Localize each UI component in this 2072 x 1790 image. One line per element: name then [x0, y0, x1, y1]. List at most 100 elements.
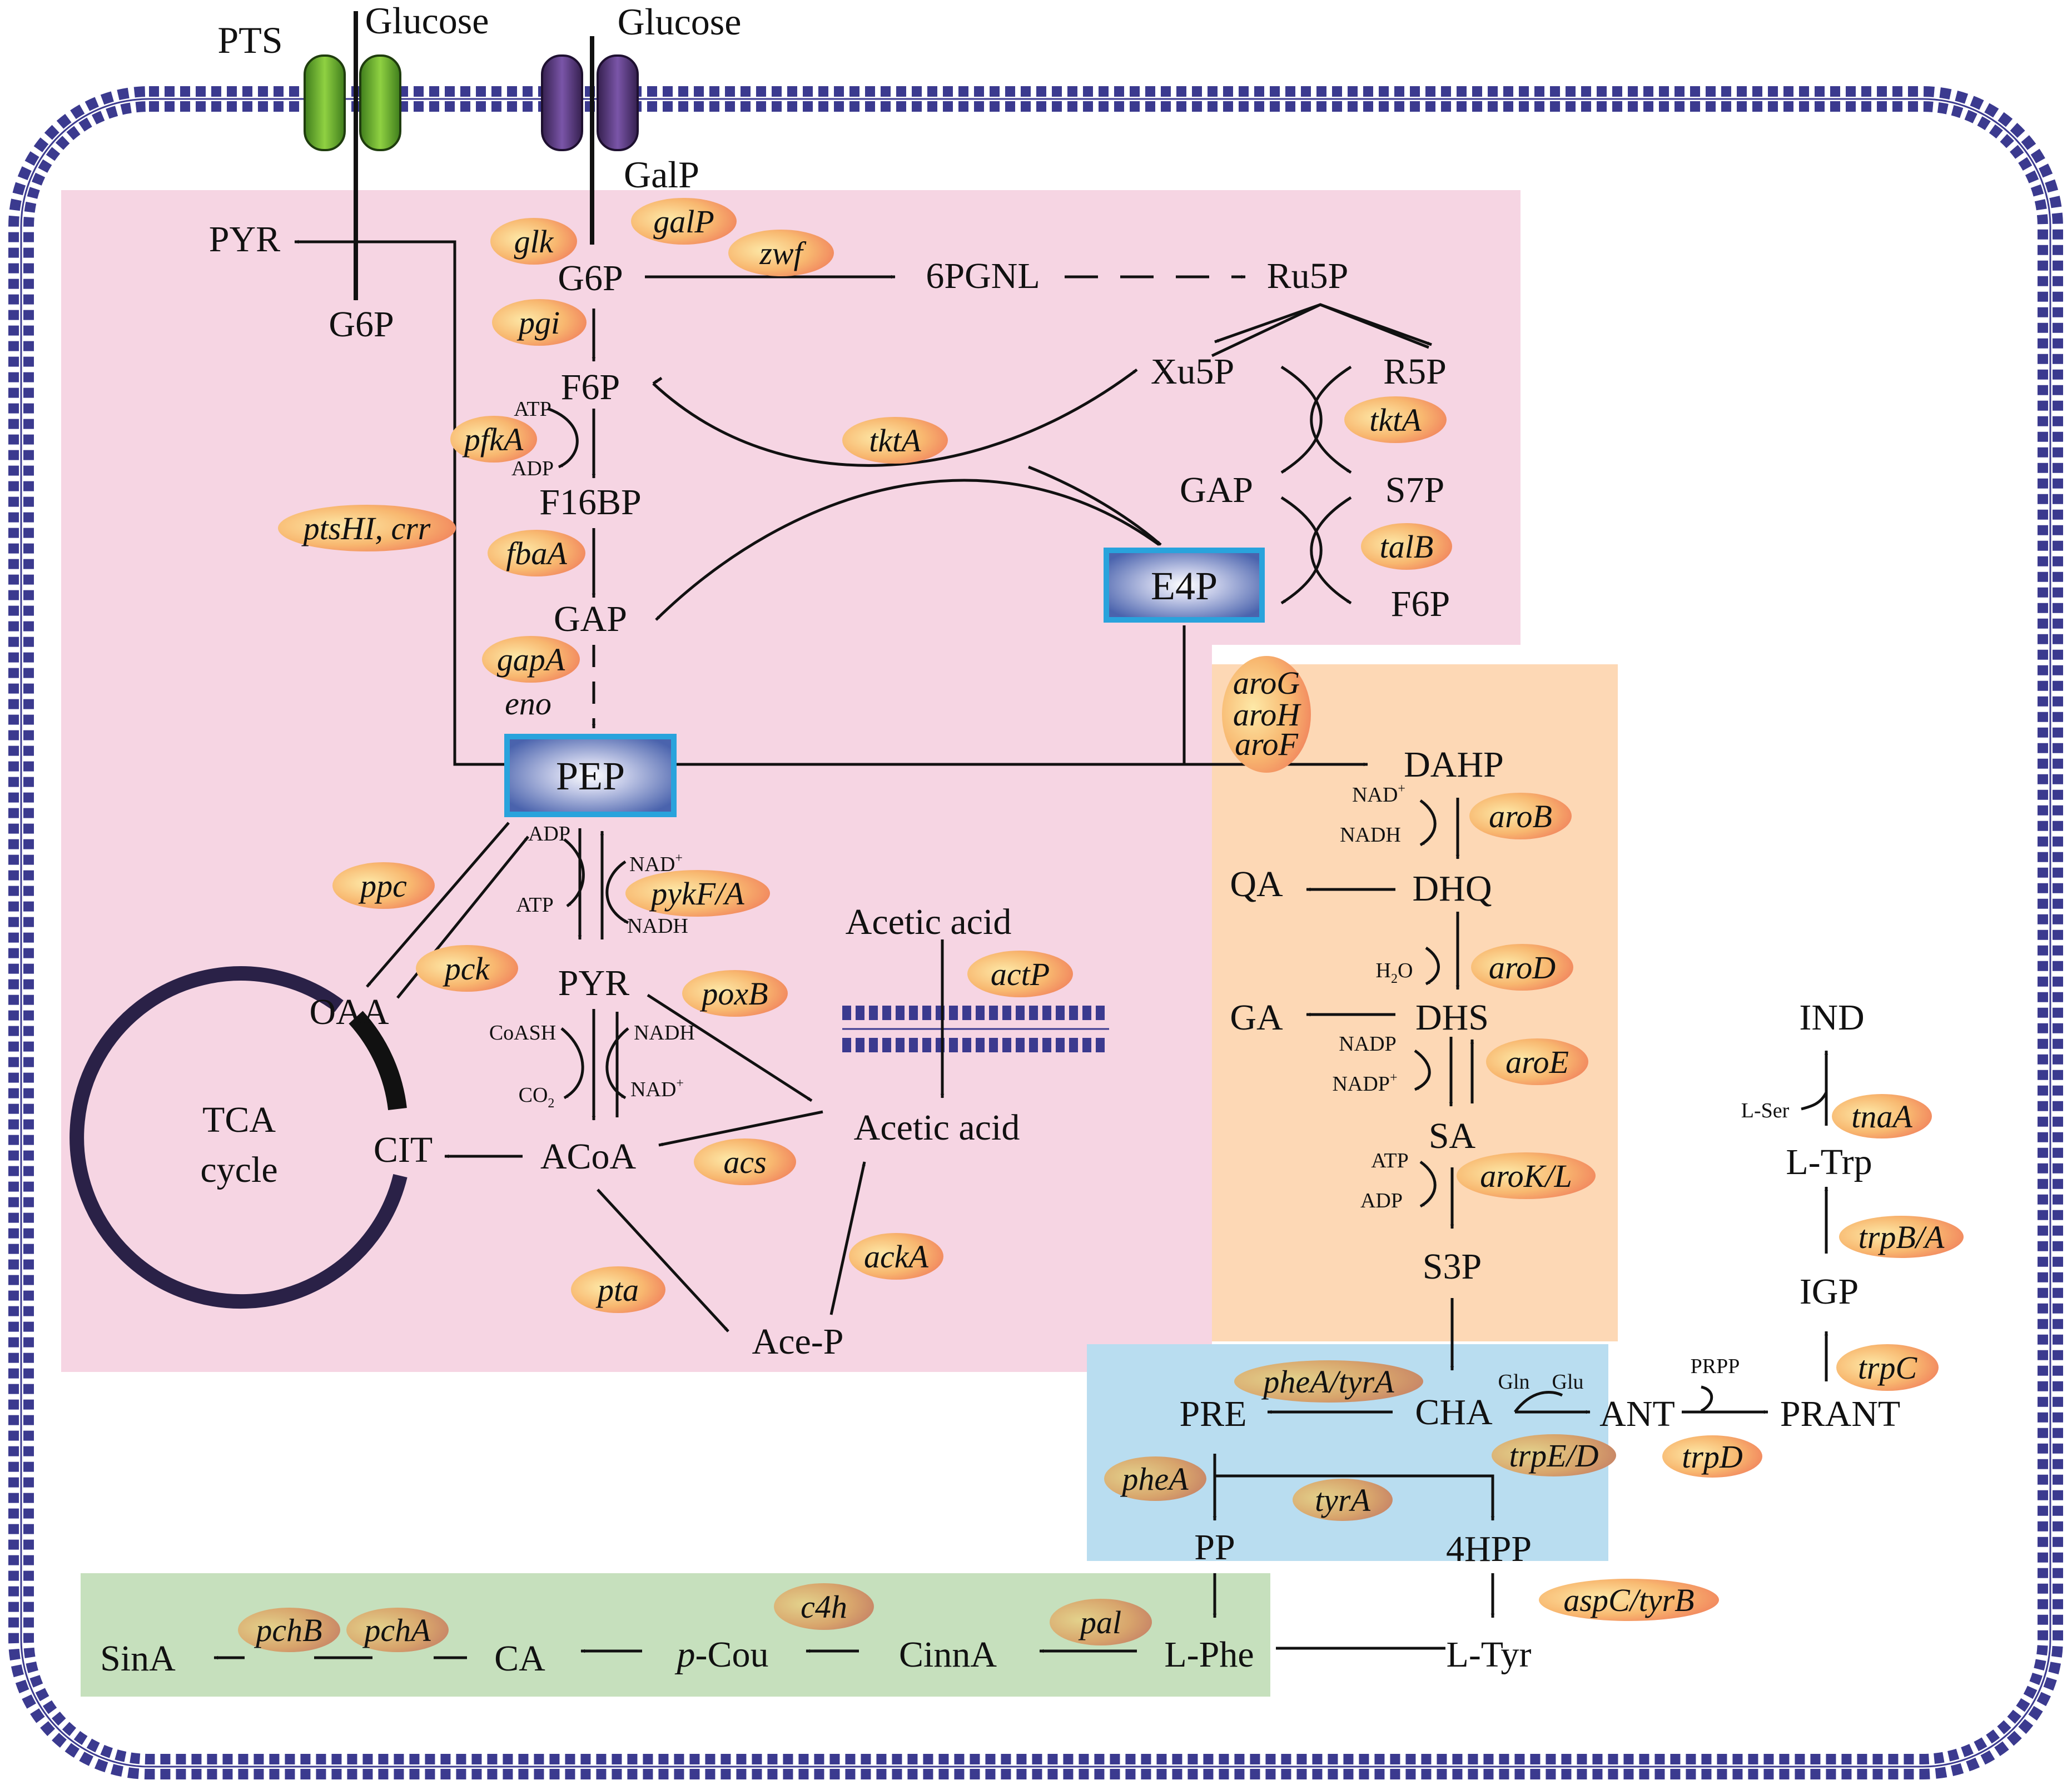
l-tyr: L-Tyr — [1447, 1634, 1532, 1675]
gene-ppc: ppc — [332, 862, 435, 909]
pre: PRE — [1179, 1394, 1246, 1434]
gene-aspC-tyrB: aspC/tyrB — [1539, 1579, 1719, 1621]
cof-atp-pyk: ATP — [516, 893, 554, 917]
cof-gln: Gln — [1498, 1370, 1530, 1394]
svg-text:galP: galP — [653, 203, 714, 240]
svg-text:aroK/L: aroK/L — [1480, 1158, 1572, 1194]
ru5p: Ru5P — [1267, 256, 1349, 296]
glucose-pts-label: Glucose — [365, 0, 489, 42]
gene-pykF-A: pykF/A — [625, 870, 770, 917]
gene-talB: talB — [1361, 523, 1452, 570]
gene-aroGHF: aroG aroH aroF — [1222, 656, 1311, 773]
pyr-top: PYR — [209, 219, 280, 260]
svg-text:talB: talB — [1380, 529, 1434, 565]
svg-text:pchB: pchB — [254, 1612, 322, 1648]
gene-tktA-ppp: tktA — [1344, 396, 1447, 443]
ca: CA — [494, 1638, 545, 1679]
e4p-label: E4P — [1151, 564, 1218, 608]
svg-text:pal: pal — [1078, 1604, 1121, 1640]
svg-text:aroE: aroE — [1505, 1044, 1569, 1080]
gene-pheA-tyrA: pheA/tyrA — [1234, 1360, 1423, 1403]
svg-text:pck: pck — [443, 951, 490, 987]
cof-h2o: H2O — [1376, 959, 1413, 986]
glucose-galp-label: Glucose — [618, 1, 742, 43]
svg-text:pheA: pheA — [1120, 1461, 1189, 1497]
dahp: DAHP — [1404, 744, 1504, 785]
ind: IND — [1799, 997, 1864, 1038]
cof-adp-arok: ADP — [1360, 1189, 1403, 1212]
qa: QA — [1230, 864, 1283, 904]
xu5p: Xu5P — [1151, 351, 1234, 392]
gene-glk: glk — [490, 218, 577, 265]
svg-text:trpD: trpD — [1682, 1439, 1743, 1475]
svg-text:acs: acs — [723, 1144, 766, 1180]
gene-trpD: trpD — [1662, 1435, 1762, 1478]
pep-node: PEP — [504, 734, 677, 817]
svg-text:trpC: trpC — [1858, 1350, 1918, 1386]
membrane-bilayer-icon — [842, 1006, 1109, 1052]
svg-text:fbaA: fbaA — [506, 535, 567, 571]
cof-nadpp-aroe: NADP+ — [1332, 1071, 1397, 1096]
dhq: DHQ — [1413, 868, 1492, 909]
ace-p: Ace-P — [752, 1321, 844, 1362]
svg-text:c4h: c4h — [801, 1589, 847, 1625]
acetic-acid-in: Acetic acid — [854, 1107, 1020, 1148]
gene-aroK-L: aroK/L — [1457, 1152, 1596, 1199]
gene-fbaA: fbaA — [488, 530, 585, 576]
gene-tyrA: tyrA — [1293, 1479, 1393, 1521]
sina: SinA — [100, 1638, 176, 1679]
pyr: PYR — [558, 963, 629, 1003]
gene-pchB: pchB — [238, 1608, 340, 1652]
f6p-ppp: F6P — [1391, 584, 1450, 624]
svg-text:poxB: poxB — [699, 976, 768, 1012]
gene-pchA: pchA — [346, 1608, 449, 1652]
svg-text:tktA: tktA — [1369, 402, 1422, 438]
gene-tnaA: tnaA — [1832, 1094, 1932, 1138]
acetic-acid-out: Acetic acid — [846, 902, 1012, 942]
svg-text:tnaA: tnaA — [1851, 1098, 1912, 1135]
cof-prpp: PRPP — [1691, 1355, 1740, 1378]
svg-text:gapA: gapA — [497, 642, 565, 678]
cof-nadp-aroe: NADP — [1339, 1032, 1396, 1056]
svg-text:ppc: ppc — [358, 868, 407, 904]
svg-text:ptsHI, crr: ptsHI, crr — [301, 510, 431, 546]
cof-nad-arob: NAD+ — [1352, 782, 1405, 807]
galp-label: GalP — [624, 153, 699, 196]
f6p: F6P — [561, 367, 620, 407]
gene-galP: galP — [631, 198, 737, 245]
pts-transporter-icon — [304, 54, 401, 151]
gene-pck: pck — [416, 945, 518, 992]
gene-aroG: aroG — [1233, 665, 1300, 701]
gene-gapA: gapA — [482, 636, 580, 683]
shikimate-region — [1212, 664, 1618, 1341]
gap: GAP — [554, 599, 627, 639]
gene-zwf: zwf — [728, 230, 834, 276]
gene-pta: pta — [571, 1266, 665, 1313]
tca-line2: cycle — [200, 1150, 277, 1190]
cof-nadh-pdh: NADH — [634, 1021, 695, 1045]
prant: PRANT — [1780, 1394, 1900, 1434]
gene-aroB: aroB — [1469, 793, 1572, 839]
gene-poxB: poxB — [682, 970, 788, 1017]
gene-eno: eno — [505, 685, 551, 722]
svg-text:tyrA: tyrA — [1315, 1482, 1370, 1518]
e4p-node: E4P — [1104, 548, 1265, 623]
cof-coash: CoASH — [489, 1021, 556, 1045]
gene-pheA: pheA — [1104, 1456, 1206, 1501]
cofactor-labels: ATP ADP ADP ATP NAD+ NADH CoASH CO2 NADH… — [489, 397, 1790, 1394]
cof-nad-pyk: NAD+ — [629, 851, 683, 876]
cof-adp-pfk: ADP — [511, 457, 554, 480]
svg-text:pykF/A: pykF/A — [649, 876, 744, 912]
svg-text:pta: pta — [595, 1272, 639, 1308]
sa: SA — [1429, 1116, 1476, 1156]
pts-label: PTS — [217, 19, 282, 61]
reaction-arrows — [213, 11, 1828, 1660]
svg-text:aspC/tyrB: aspC/tyrB — [1563, 1582, 1694, 1618]
svg-text:pheA/tyrA: pheA/tyrA — [1261, 1364, 1394, 1400]
dhs: DHS — [1415, 997, 1489, 1038]
gene-ptsHI-crr: ptsHI, crr — [278, 505, 456, 551]
svg-text:ackA: ackA — [864, 1239, 928, 1275]
svg-text:trpB/A: trpB/A — [1859, 1219, 1945, 1255]
cof-co2: CO2 — [519, 1083, 555, 1111]
p-cou: p-Cou — [675, 1634, 769, 1675]
